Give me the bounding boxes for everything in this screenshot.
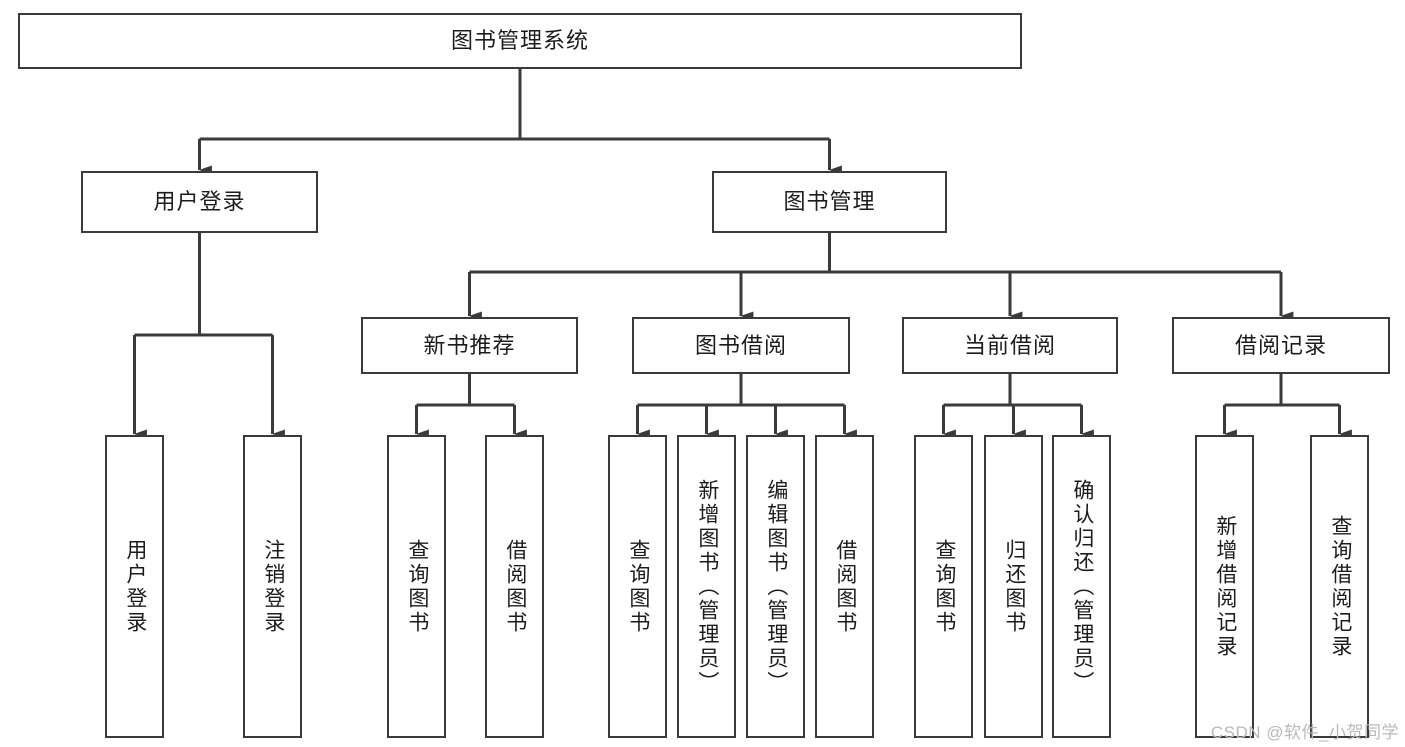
node-label: 查询图书 — [626, 538, 650, 635]
node-current[interactable]: 当前借阅 — [902, 317, 1118, 374]
node-label: 新书推荐 — [423, 332, 516, 358]
node-record[interactable]: 借阅记录 — [1172, 317, 1390, 374]
node-label: 注销登录 — [261, 538, 285, 635]
node-root[interactable]: 图书管理系统 — [18, 13, 1022, 69]
node-label: 新增图书（管理员） — [695, 478, 719, 695]
node-login[interactable]: 用户登录 — [81, 171, 318, 233]
node-label: 编辑图书（管理员） — [764, 478, 788, 695]
node-leaf7[interactable]: 编辑图书（管理员） — [746, 435, 805, 738]
node-leaf4[interactable]: 借阅图书 — [485, 435, 544, 738]
node-leaf10[interactable]: 归还图书 — [984, 435, 1043, 738]
node-borrow[interactable]: 图书借阅 — [632, 317, 850, 374]
node-leaf5[interactable]: 查询图书 — [608, 435, 667, 738]
node-label: 图书借阅 — [694, 332, 787, 358]
node-leaf11[interactable]: 确认归还（管理员） — [1052, 435, 1111, 738]
node-label: 图书管理 — [783, 189, 876, 215]
node-leaf13[interactable]: 查询借阅记录 — [1310, 435, 1369, 738]
node-label: 查询图书 — [405, 538, 429, 635]
node-label: 借阅图书 — [833, 538, 857, 635]
node-newbook[interactable]: 新书推荐 — [361, 317, 578, 374]
node-label: 确认归还（管理员） — [1070, 478, 1094, 695]
node-leaf12[interactable]: 新增借阅记录 — [1195, 435, 1254, 738]
node-bookmgmt[interactable]: 图书管理 — [712, 171, 947, 233]
node-label: 查询借阅记录 — [1328, 514, 1352, 659]
watermark-text: CSDN @软件_小贺同学 — [1210, 723, 1399, 742]
node-leaf2[interactable]: 注销登录 — [243, 435, 302, 738]
node-leaf3[interactable]: 查询图书 — [387, 435, 446, 738]
node-label: 归还图书 — [1002, 538, 1026, 635]
node-label: 当前借阅 — [963, 332, 1056, 358]
node-label: 新增借阅记录 — [1213, 514, 1237, 659]
node-label: 用户登录 — [153, 189, 246, 215]
node-leaf6[interactable]: 新增图书（管理员） — [677, 435, 736, 738]
node-label: 借阅记录 — [1234, 332, 1327, 358]
node-label: 查询图书 — [932, 538, 956, 635]
node-label: 借阅图书 — [503, 538, 527, 635]
node-leaf1[interactable]: 用户登录 — [105, 435, 164, 738]
node-label: 用户登录 — [123, 538, 147, 635]
node-leaf8[interactable]: 借阅图书 — [815, 435, 874, 738]
node-label: 图书管理系统 — [450, 28, 589, 54]
node-leaf9[interactable]: 查询图书 — [914, 435, 973, 738]
